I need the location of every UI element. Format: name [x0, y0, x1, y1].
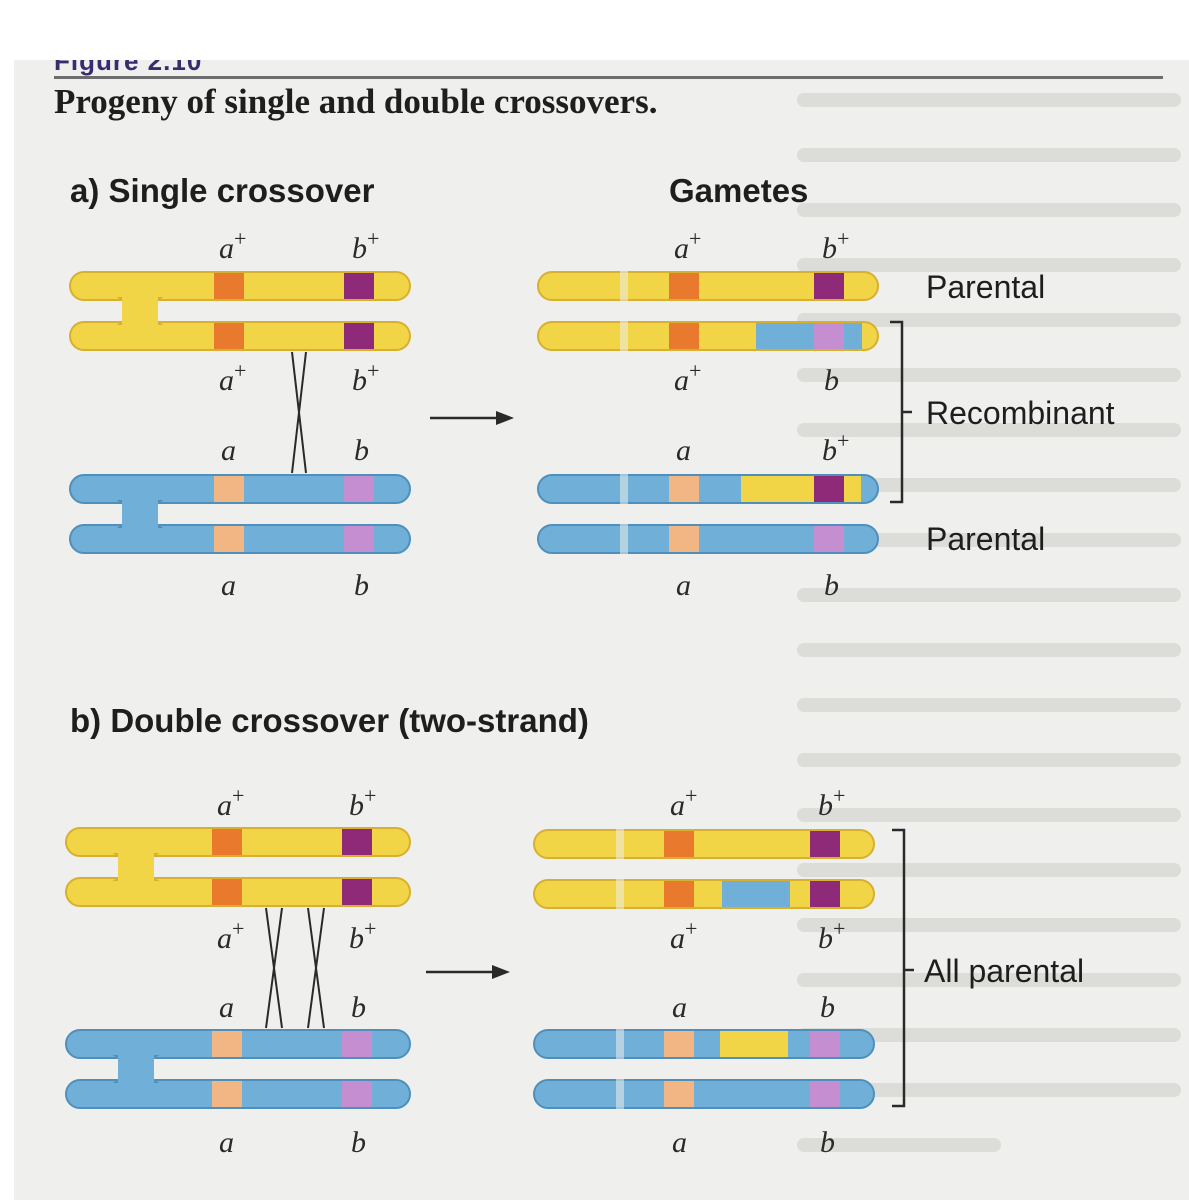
gene-label-b-plus: b+: [349, 783, 376, 822]
gene-label-b-plus: b+: [352, 226, 379, 265]
panel-a-heading: a) Single crossover: [70, 172, 375, 209]
panel-b-a-band-1: [212, 1031, 242, 1057]
gamete-label-b: b: [824, 569, 839, 602]
gamete-b-2-constriction: [616, 879, 624, 909]
gene-label-b: b: [354, 434, 369, 467]
gamete-a-3-constriction: [620, 474, 628, 504]
gamete-label-b-plus: b+: [818, 783, 845, 822]
gametes-heading: Gametes: [669, 172, 809, 209]
gamete-label-b-plus: b+: [818, 916, 845, 955]
gamete-b-3-b-band: [810, 1031, 840, 1057]
gamete-label-a-plus: a+: [674, 226, 701, 265]
gamete-b-2-blue-segment: [722, 881, 790, 907]
gamete-b-2-b-plus-band: [810, 881, 840, 907]
gene-label-a: a: [219, 991, 234, 1024]
panel-b-crossover-lines-1-2: [265, 907, 283, 1029]
caption-rule: [54, 76, 1163, 79]
panel-b-a-plus-band-2: [212, 879, 242, 905]
gene-label-a: a: [221, 569, 236, 602]
gamete-b-4-a-band: [664, 1081, 694, 1107]
gamete-label-a: a: [676, 569, 691, 602]
panel-a-blue-homolog-centromere-fill: [122, 499, 158, 529]
panel-a-b-band-1: [344, 476, 374, 502]
gamete-a-3-a-band: [669, 476, 699, 502]
all-parental-bracket: [892, 828, 906, 1108]
gene-label-a: a: [221, 434, 236, 467]
panel-b-a-band-2: [212, 1081, 242, 1107]
gamete-b-1-constriction: [616, 829, 624, 859]
gamete-label-b: b: [820, 1126, 835, 1159]
panel-a-a-plus-band-2: [214, 323, 244, 349]
panel-b-b-plus-band-1: [342, 829, 372, 855]
gene-label-b-plus: b+: [352, 358, 379, 397]
panel-a-a-band-2: [214, 526, 244, 552]
gamete-a-2-constriction: [620, 321, 628, 351]
gene-label-a-plus: a+: [219, 226, 246, 265]
gamete-b-4-constriction: [616, 1079, 624, 1109]
gamete-b-3-a-band: [664, 1031, 694, 1057]
panel-b-a-plus-band-1: [212, 829, 242, 855]
panel-b-heading: b) Double crossover (two-strand): [70, 702, 589, 739]
gene-label-b: b: [351, 991, 366, 1024]
result-label-parental-2: Parental: [926, 521, 1045, 557]
result-label-parental-1: Parental: [926, 269, 1045, 305]
gamete-a-4-a-band: [669, 526, 699, 552]
panel-a-b-band-2: [344, 526, 374, 552]
panel-a-a-band-1: [214, 476, 244, 502]
panel-a-b-plus-band-1: [344, 273, 374, 299]
gamete-a-1-b-plus-band: [814, 273, 844, 299]
panel-b-arrow-head: [492, 965, 510, 979]
gamete-a-2-b-band: [814, 323, 844, 349]
gene-label-a-plus: a+: [219, 358, 246, 397]
panel-b-b-band-1: [342, 1031, 372, 1057]
gamete-a-1-a-plus-band: [669, 273, 699, 299]
figure-caption: Progeny of single and double crossovers.: [54, 82, 658, 121]
panel-a-yellow-homolog-centromere-fill: [122, 296, 158, 326]
gene-label-a: a: [219, 1126, 234, 1159]
gamete-a-2-a-plus-band: [669, 323, 699, 349]
panel-b-crossover-lines-2-2: [307, 907, 325, 1029]
gene-label-b: b: [351, 1126, 366, 1159]
panel-a-a-plus-band-1: [214, 273, 244, 299]
gamete-label-a-plus: a+: [670, 783, 697, 822]
gamete-b-1-b-plus-band: [810, 831, 840, 857]
gamete-label-b-plus: b+: [822, 428, 849, 467]
panel-b-b-plus-band-2: [342, 879, 372, 905]
panel-b-blue-homolog-centromere-fill: [118, 1054, 154, 1084]
gamete-label-a: a: [676, 434, 691, 467]
figure-number: Figure 2.10: [54, 60, 203, 76]
gamete-b-3-constriction: [616, 1029, 624, 1059]
gene-label-b-plus: b+: [349, 916, 376, 955]
gamete-label-b: b: [820, 991, 835, 1024]
result-label-all-parental: All parental: [924, 953, 1084, 989]
gamete-label-b-plus: b+: [822, 226, 849, 265]
gamete-label-a: a: [672, 1126, 687, 1159]
gamete-b-2-a-plus-band: [664, 881, 694, 907]
gene-label-a-plus: a+: [217, 783, 244, 822]
panel-b-yellow-homolog-centromere-fill: [118, 852, 154, 882]
textbook-page: Figure 2.10 Progeny of single and double…: [14, 60, 1189, 1200]
gamete-label-a: a: [672, 991, 687, 1024]
gamete-a-4-b-band: [814, 526, 844, 552]
gamete-label-a-plus: a+: [670, 916, 697, 955]
gamete-a-3-b-plus-band: [814, 476, 844, 502]
gene-label-a-plus: a+: [217, 916, 244, 955]
panel-a-arrow-head: [496, 411, 514, 425]
gamete-b-1-a-plus-band: [664, 831, 694, 857]
panel-b-b-band-2: [342, 1081, 372, 1107]
gamete-b-4-b-band: [810, 1081, 840, 1107]
gamete-label-b: b: [824, 364, 839, 397]
result-label-recombinant: Recombinant: [926, 395, 1115, 431]
panel-a-crossover-lines-2: [291, 351, 307, 474]
recombinant-bracket: [890, 320, 904, 504]
gamete-a-2-blue-segment: [756, 323, 862, 349]
gamete-a-1-constriction: [620, 271, 628, 301]
panel-a-b-plus-band-2: [344, 323, 374, 349]
gamete-a-4-constriction: [620, 524, 628, 554]
gamete-label-a-plus: a+: [674, 358, 701, 397]
gamete-b-3-yellow-segment: [720, 1031, 788, 1057]
gene-label-b: b: [354, 569, 369, 602]
